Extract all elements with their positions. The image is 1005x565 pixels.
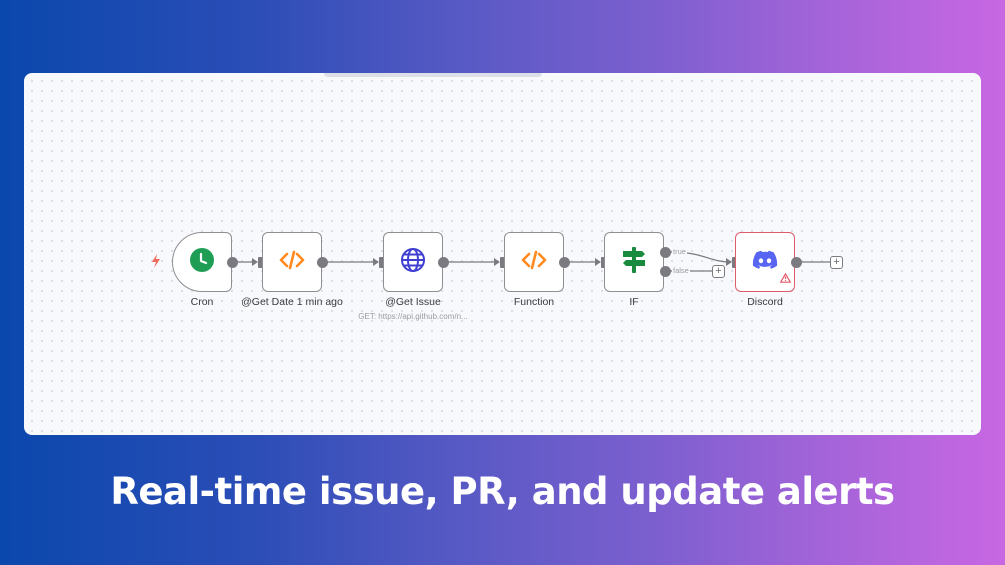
getdate-input-handle[interactable] [258, 257, 263, 268]
node-label-cron: Cron [190, 296, 214, 308]
add-node-after-discord-button[interactable]: + [830, 256, 843, 269]
if-input-handle[interactable] [601, 257, 606, 268]
if-true-output-handle[interactable] [660, 247, 671, 258]
function-input-handle[interactable] [500, 257, 505, 268]
warning-icon[interactable] [780, 270, 791, 288]
branch-label-false: false [672, 266, 690, 275]
function-output-handle[interactable] [559, 257, 570, 268]
canvas-top-tab [324, 73, 542, 77]
getissue-output-handle[interactable] [438, 257, 449, 268]
clock-icon [189, 247, 215, 278]
branch-label-true: true [672, 247, 687, 256]
node-cron[interactable] [172, 232, 232, 292]
discord-output-handle[interactable] [791, 257, 802, 268]
connections-layer [237, 251, 830, 272]
discord-icon [752, 250, 778, 275]
node-sublabel-get-issue: GET: https://api.github.com/n... [358, 312, 468, 321]
getissue-input-handle[interactable] [379, 257, 384, 268]
workflow-canvas[interactable]: Cron @Get Date 1 min ago [24, 73, 981, 435]
node-get-date[interactable] [262, 232, 322, 292]
node-label-function: Function [513, 296, 555, 308]
getdate-output-handle[interactable] [317, 257, 328, 268]
node-discord[interactable] [735, 232, 795, 292]
if-false-output-handle[interactable] [660, 266, 671, 277]
node-if[interactable] [604, 232, 664, 292]
node-label-get-issue: @Get Issue [385, 296, 441, 308]
cron-output-handle[interactable] [227, 257, 238, 268]
code-icon [279, 250, 305, 275]
globe-icon [400, 247, 426, 278]
code-icon [521, 250, 547, 275]
node-label-discord: Discord [747, 296, 783, 308]
trigger-bolt-icon [151, 254, 161, 271]
discord-input-handle[interactable] [732, 257, 737, 268]
node-get-issue[interactable] [383, 232, 443, 292]
add-node-false-button[interactable]: + [712, 265, 725, 278]
node-label-if: IF [629, 296, 639, 308]
node-label-get-date: @Get Date 1 min ago [241, 296, 343, 308]
node-function[interactable] [504, 232, 564, 292]
signpost-icon [621, 246, 647, 279]
headline: Real-time issue, PR, and update alerts [110, 470, 895, 513]
